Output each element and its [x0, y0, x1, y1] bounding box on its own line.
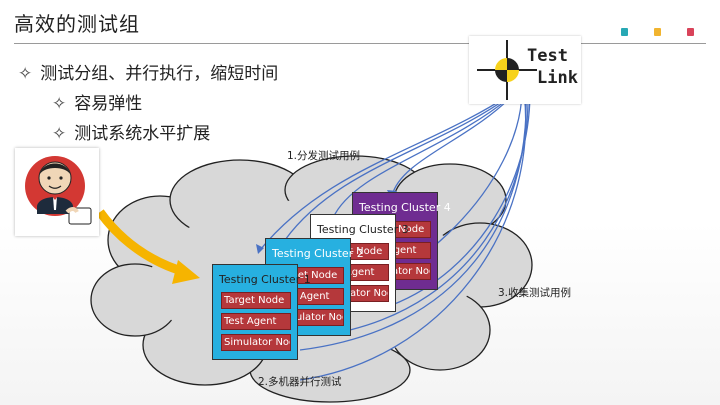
bullet-3-text: 测试系统水平扩展	[74, 124, 211, 144]
cluster-title: Testing Cluster 4	[359, 201, 451, 214]
bullet-3: ✧ 测试系统水平扩展	[52, 119, 210, 144]
testlink-word-1: Test	[527, 46, 568, 66]
cluster-row-simulator-node: Simulator Node	[221, 334, 291, 351]
bullet-2: ✧ 容易弹性	[52, 89, 142, 114]
cluster-row-target-node: Target Node	[221, 292, 291, 309]
cluster-title: Testing Cluster 2	[272, 247, 364, 260]
bullet-diamond-icon: ✧	[52, 94, 67, 114]
dot-teal	[621, 28, 628, 36]
corner-dots	[621, 28, 694, 36]
flow-arrows	[259, 87, 531, 381]
jenkins-arrow-head	[172, 260, 200, 284]
jenkins-arrow	[96, 209, 187, 277]
bullet-diamond-icon: ✧	[18, 64, 33, 84]
dot-red	[687, 28, 694, 36]
cluster-title: Testing Cluster 3	[317, 223, 409, 236]
testlink-logo: Test Link	[469, 36, 581, 104]
bullet-diamond-icon: ✧	[52, 124, 67, 144]
cluster-row-test-agent: Test Agent	[221, 313, 291, 330]
testing-cluster-2: Testing Cluster 2 Target Node Test Agent…	[265, 238, 364, 336]
title-divider	[14, 43, 706, 44]
testlink-word-2: Link	[537, 68, 578, 88]
page-title: 高效的测试组	[14, 12, 140, 36]
label-distribute: 1.分发测试用例	[287, 150, 361, 162]
bullet-1-text: 测试分组、并行执行，缩短时间	[40, 64, 279, 84]
bullet-2-text: 容易弹性	[74, 94, 143, 114]
jenkins-logo	[15, 148, 99, 236]
testing-cluster-1: Testing Cluster 1 Target Node Test Agent…	[212, 264, 311, 360]
jenkins-icon	[25, 156, 92, 225]
bullet-1: ✧ 测试分组、并行执行，缩短时间	[18, 59, 278, 84]
label-parallel: 2.多机器并行测试	[258, 376, 342, 388]
testlink-logo-icon	[477, 40, 537, 100]
cluster-title: Testing Cluster 1	[219, 273, 311, 286]
label-collect: 3.收集测试用例	[498, 287, 572, 299]
dot-yellow	[654, 28, 661, 36]
